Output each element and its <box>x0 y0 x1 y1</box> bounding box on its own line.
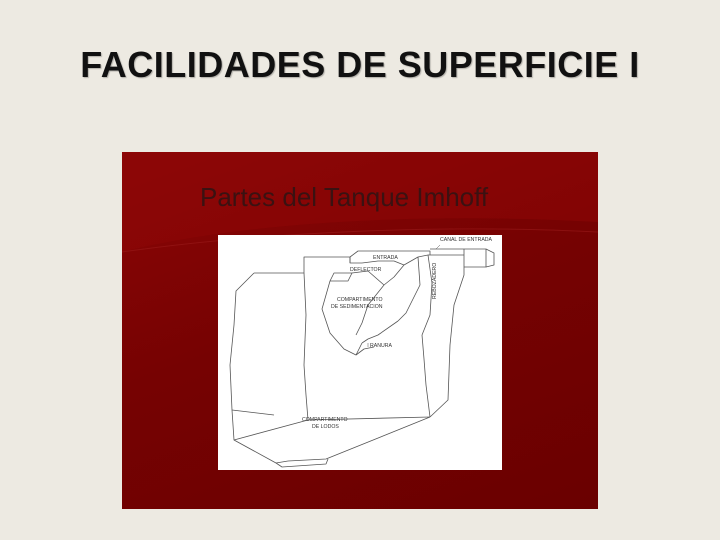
label-deflector: DEFLECTOR <box>350 267 382 273</box>
label-entrada: ENTRADA <box>373 255 398 261</box>
label-compartimento-lodos-1: COMPARTIMENTO <box>302 417 348 423</box>
diagram-heading: Partes del Tanque Imhoff <box>200 182 489 212</box>
label-compartimento-lodos-2: DE LODOS <box>312 424 339 430</box>
tank-diagram-image: Partes del Tanque Imhoff <box>122 152 598 509</box>
slide-title: FACILIDADES DE SUPERFICIE I <box>80 44 640 85</box>
diagram-canvas: CANAL DE ENTRADA ENTRADA DEFLECTOR REBOZ… <box>218 235 502 470</box>
background-swoosh <box>122 152 598 253</box>
label-rebozadero: REBOZADERO <box>432 263 438 299</box>
tank-drawing: CANAL DE ENTRADA ENTRADA DEFLECTOR REBOZ… <box>229 237 495 468</box>
label-compartimento-sedimentacion-2: DE SEDIMENTACION <box>331 304 383 310</box>
label-compartimento-sedimentacion-1: COMPARTIMENTO <box>337 297 383 303</box>
label-ranura: RANURA <box>370 343 392 349</box>
label-canal-entrada: CANAL DE ENTRADA <box>440 237 493 243</box>
